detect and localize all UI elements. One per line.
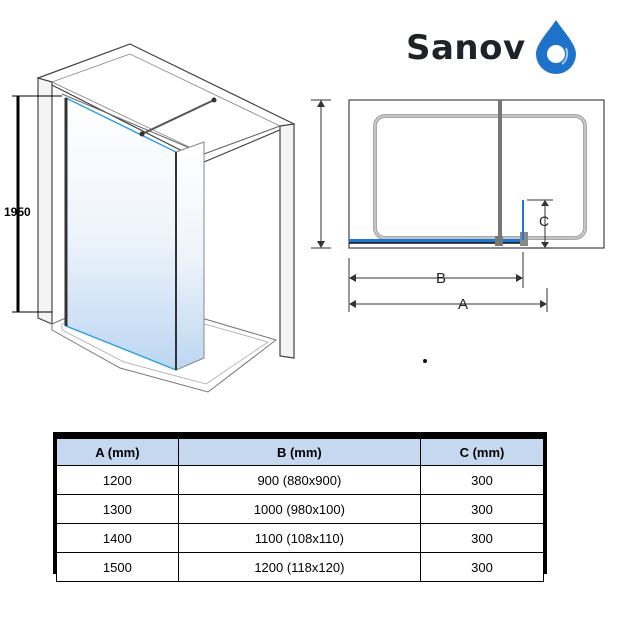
logo-text: Sanov xyxy=(406,28,526,68)
height-label: 1950 xyxy=(4,205,31,219)
cell-c: 300 xyxy=(419,552,545,582)
dimensions-table: A (mm) B (mm) C (mm) 1200 900 (880x900) … xyxy=(56,438,545,582)
stray-dot xyxy=(423,359,427,363)
cell-b: 900 (880x900) xyxy=(177,465,421,495)
glass-return xyxy=(175,141,205,371)
dimension-label-b: B xyxy=(436,270,447,287)
brand-logo: Sanov xyxy=(400,18,580,78)
cell-a: 1400 xyxy=(56,523,179,553)
wall-right-face xyxy=(279,123,295,359)
dimension-label-a: A xyxy=(458,296,469,313)
cell-c: 300 xyxy=(419,465,545,495)
cell-b: 1200 (118x120) xyxy=(177,552,421,582)
table-header-row: A (mm) B (mm) C (mm) xyxy=(56,438,545,466)
table-row: 1300 1000 (980x100) 300 xyxy=(56,494,545,524)
cell-b: 1000 (980x100) xyxy=(177,494,421,524)
cell-b: 1100 (108x110) xyxy=(177,523,421,553)
cell-a: 1500 xyxy=(56,552,179,582)
water-drop-o-icon xyxy=(536,20,576,74)
support-arm xyxy=(141,99,215,135)
header-c: C (mm) xyxy=(419,438,545,466)
header-b: B (mm) xyxy=(177,438,421,466)
dimensions-table-frame: A (mm) B (mm) C (mm) 1200 900 (880x900) … xyxy=(53,432,547,582)
isometric-shower-diagram xyxy=(12,43,296,393)
cell-c: 300 xyxy=(419,494,545,524)
plan-view-diagram xyxy=(311,99,605,312)
table-row: 1500 1200 (118x120) 300 xyxy=(56,552,545,582)
header-a: A (mm) xyxy=(56,438,179,466)
cell-a: 1200 xyxy=(56,465,179,495)
dimension-label-c: C xyxy=(539,213,550,229)
table-row: 1200 900 (880x900) 300 xyxy=(56,465,545,495)
wall-left-face xyxy=(37,77,53,325)
table-row: 1400 1100 (108x110) 300 xyxy=(56,523,545,553)
cell-c: 300 xyxy=(419,523,545,553)
cell-a: 1300 xyxy=(56,494,179,524)
